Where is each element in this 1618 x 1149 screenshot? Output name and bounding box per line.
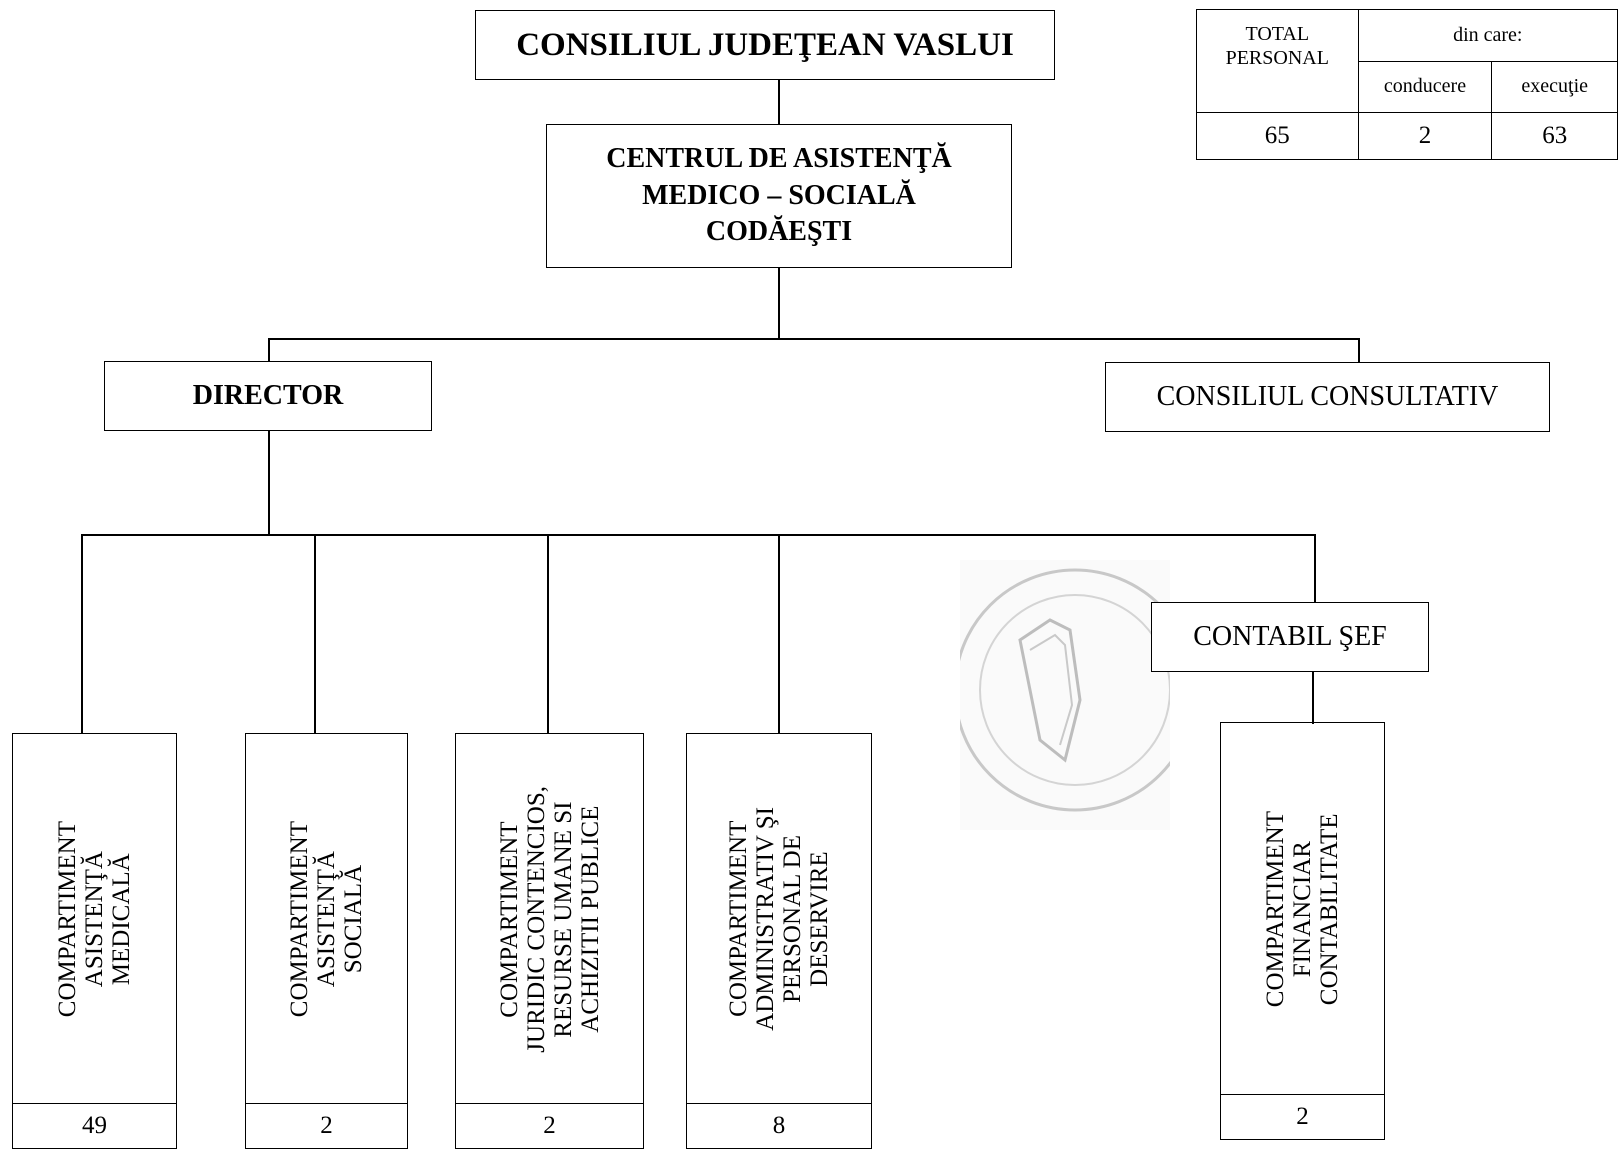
county-council-box: CONSILIUL JUDEŢEAN VASLUI <box>475 10 1055 80</box>
center-name-line3: CODĂEŞTI <box>705 216 853 248</box>
chief-accountant-label: CONTABIL ŞEF <box>1193 621 1387 652</box>
chief-accountant-box: CONTABIL ŞEF <box>1151 602 1429 672</box>
department-staff-count: 2 <box>456 1103 643 1148</box>
department-name: COMPARTIMENT JURIDIC CONTENCIOS, RESURSE… <box>495 785 604 1053</box>
department-box-financial: COMPARTIMENT FINANCIAR CONTABILITATE 2 <box>1220 722 1385 1140</box>
official-stamp <box>953 560 1197 830</box>
connector <box>268 338 270 362</box>
connector <box>268 338 1360 340</box>
staff-summary-table: TOTAL PERSONAL din care: conducere execu… <box>1196 9 1618 160</box>
management-value: 2 <box>1357 112 1493 160</box>
connector <box>778 534 780 734</box>
department-name: COMPARTIMENT ASISTENŢĂ SOCIALĂ <box>286 820 367 1018</box>
department-name: COMPARTIMENT ASISTENŢĂ MEDICALĂ <box>54 820 135 1018</box>
advisory-council-label: CONSILIUL CONSULTATIV <box>1156 381 1499 412</box>
department-name: COMPARTIMENT ADMINISTRATIV ŞI PERSONAL D… <box>725 807 833 1031</box>
department-staff-count: 49 <box>13 1103 176 1148</box>
execution-value: 63 <box>1491 112 1618 160</box>
total-personal-header: TOTAL PERSONAL <box>1196 9 1359 113</box>
management-header: conducere <box>1357 60 1493 113</box>
connector <box>778 268 780 340</box>
stamp-seal-icon <box>953 568 1197 812</box>
connector <box>778 80 780 124</box>
department-staff-count: 2 <box>246 1103 407 1148</box>
department-name: COMPARTIMENT FINANCIAR CONTABILITATE <box>1262 810 1343 1008</box>
director-label: DIRECTOR <box>192 380 344 411</box>
connector <box>81 534 83 734</box>
department-staff-count: 2 <box>1221 1094 1384 1139</box>
center-name-line2: MEDICO – SOCIALĂ <box>642 179 916 211</box>
execution-header: execuţie <box>1491 60 1618 113</box>
department-box-social: COMPARTIMENT ASISTENŢĂ SOCIALĂ 2 <box>245 733 408 1149</box>
connector <box>81 534 1316 536</box>
of-which-header: din care: <box>1357 9 1618 62</box>
total-personal-value: 65 <box>1196 112 1359 160</box>
connector <box>314 534 316 734</box>
connector <box>1314 534 1316 610</box>
center-name-line1: CENTRUL DE ASISTENŢĂ <box>606 143 952 175</box>
connector <box>547 534 549 734</box>
director-box: DIRECTOR <box>104 361 432 431</box>
county-council-label: CONSILIUL JUDEŢEAN VASLUI <box>516 26 1014 63</box>
department-box-medical: COMPARTIMENT ASISTENŢĂ MEDICALĂ 49 <box>12 733 177 1149</box>
connector <box>1312 672 1314 724</box>
connector <box>1358 338 1360 362</box>
department-staff-count: 8 <box>687 1103 871 1148</box>
department-box-legal-hr: COMPARTIMENT JURIDIC CONTENCIOS, RESURSE… <box>455 733 644 1149</box>
medical-social-center-box: CENTRUL DE ASISTENŢĂ MEDICO – SOCIALĂ CO… <box>546 124 1012 268</box>
advisory-council-box: CONSILIUL CONSULTATIV <box>1105 362 1550 432</box>
connector <box>268 431 270 535</box>
department-box-administrative: COMPARTIMENT ADMINISTRATIV ŞI PERSONAL D… <box>686 733 872 1149</box>
